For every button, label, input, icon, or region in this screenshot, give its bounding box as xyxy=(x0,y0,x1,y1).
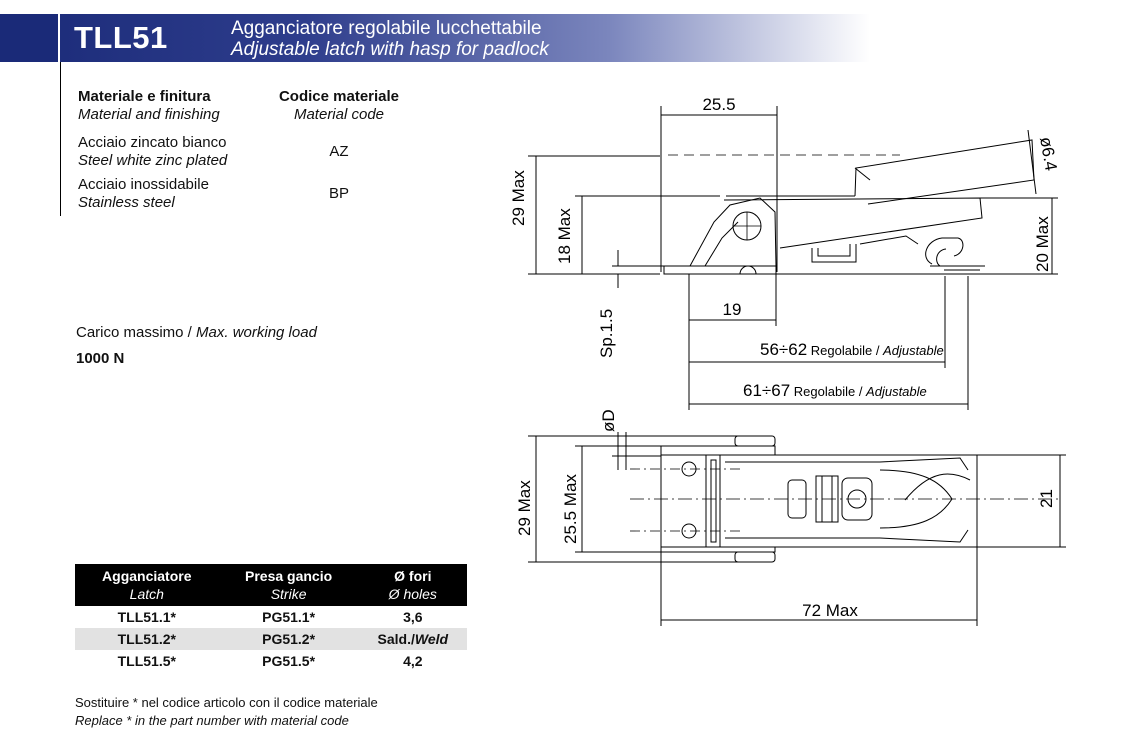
materials-col2-it: Codice materiale xyxy=(278,88,400,105)
dim-61-67: 61÷67 Regolabile / Adjustable xyxy=(743,381,927,400)
strike-code: PG51.2* xyxy=(218,628,359,650)
max-load-label: Carico massimo / Max. working load xyxy=(76,324,317,341)
product-code: TLL51 xyxy=(74,20,168,55)
note-it: Sostituire * nel codice articolo con il … xyxy=(75,695,378,710)
holes-value: 4,2 xyxy=(403,653,423,669)
holes-value: Sald./Weld xyxy=(358,628,467,650)
material-code: BP xyxy=(328,185,349,202)
materials-col1-en: Material and finishing xyxy=(78,106,220,123)
dim-72max: 72 Max xyxy=(802,601,858,620)
top-view: øD 29 Max 25.5 Max 21 72 Max xyxy=(515,409,1066,626)
header-en: Latch xyxy=(129,586,164,602)
dim-56-62-value: 56÷62 xyxy=(760,340,807,359)
header-en: Ø holes xyxy=(388,586,437,602)
dim-regolabile: Regolabile / xyxy=(807,343,883,358)
dim-18max: 18 Max xyxy=(555,208,574,264)
header-band: TLL51 Agganciatore regolabile lucchettab… xyxy=(0,14,870,62)
material-name-en: Steel white zinc plated xyxy=(78,152,228,169)
latch-code: TLL51.1* xyxy=(117,609,176,625)
max-load-label-en: Max. working load xyxy=(196,324,317,341)
material-name-en: Stainless steel xyxy=(78,194,175,211)
latch-code: TLL51.5* xyxy=(117,653,176,669)
title-english: Adjustable latch with hasp for padlock xyxy=(231,39,549,60)
holes-value-it: Sald./ xyxy=(377,631,415,647)
dim-21: 21 xyxy=(1037,489,1056,508)
dim-adjustable: Adjustable xyxy=(865,384,927,399)
dim-61-67-value: 61÷67 xyxy=(743,381,790,400)
part-number-note: Sostituire * nel codice articolo con il … xyxy=(75,694,378,730)
note-en: Replace * in the part number with materi… xyxy=(75,713,349,728)
dim-phi-d: øD xyxy=(599,409,618,432)
material-code: AZ xyxy=(329,143,349,160)
dim-thickness: Sp.1.5 xyxy=(597,309,616,358)
materials-col1-it: Materiale e finitura xyxy=(78,88,211,105)
dim-25-5max: 25.5 Max xyxy=(561,474,580,544)
header-it: Presa gancio xyxy=(245,568,333,584)
materials-col2-en: Material code xyxy=(293,106,385,123)
dim-adjustable: Adjustable xyxy=(882,343,944,358)
header-it: Ø fori xyxy=(394,568,432,584)
header-it: Agganciatore xyxy=(102,568,192,584)
dim-29max-side: 29 Max xyxy=(509,170,528,226)
max-load-label-it: Carico massimo / xyxy=(76,324,197,341)
strike-code: PG51.5* xyxy=(262,653,316,669)
strike-code: PG51.1* xyxy=(262,609,316,625)
dim-20max: 20 Max xyxy=(1033,216,1052,272)
table-row: TLL51.1* PG51.1* 3,6 xyxy=(75,606,467,628)
table-row: TLL51.2* PG51.2* Sald./Weld xyxy=(75,628,467,650)
dim-hole-diameter: ø6.4 xyxy=(1036,135,1061,172)
header-en: Strike xyxy=(270,586,307,602)
latch-code: TLL51.2* xyxy=(75,628,219,650)
holes-header-cell: Ø fori Ø holes xyxy=(358,564,467,606)
dim-29max-top: 29 Max xyxy=(515,480,534,536)
header-code-box xyxy=(0,14,60,62)
holes-value-en: Weld xyxy=(414,631,449,647)
max-load-value: 1000 N xyxy=(76,350,125,367)
dim-19: 19 xyxy=(723,300,742,319)
material-name-it: Acciaio zincato bianco xyxy=(78,134,227,151)
side-view: 25.5 29 Max xyxy=(509,95,1061,410)
holes-value: 3,6 xyxy=(403,609,423,625)
left-divider xyxy=(60,62,61,216)
dim-regolabile: Regolabile / xyxy=(790,384,866,399)
table-row: TLL51.5* PG51.5* 4,2 xyxy=(75,650,467,672)
dim-56-62: 56÷62 Regolabile / Adjustable xyxy=(760,340,944,359)
title-italian: Agganciatore regolabile lucchettabile xyxy=(231,18,542,39)
material-name-it: Acciaio inossidabile xyxy=(78,176,209,193)
dim-width-top: 25.5 xyxy=(702,95,735,114)
